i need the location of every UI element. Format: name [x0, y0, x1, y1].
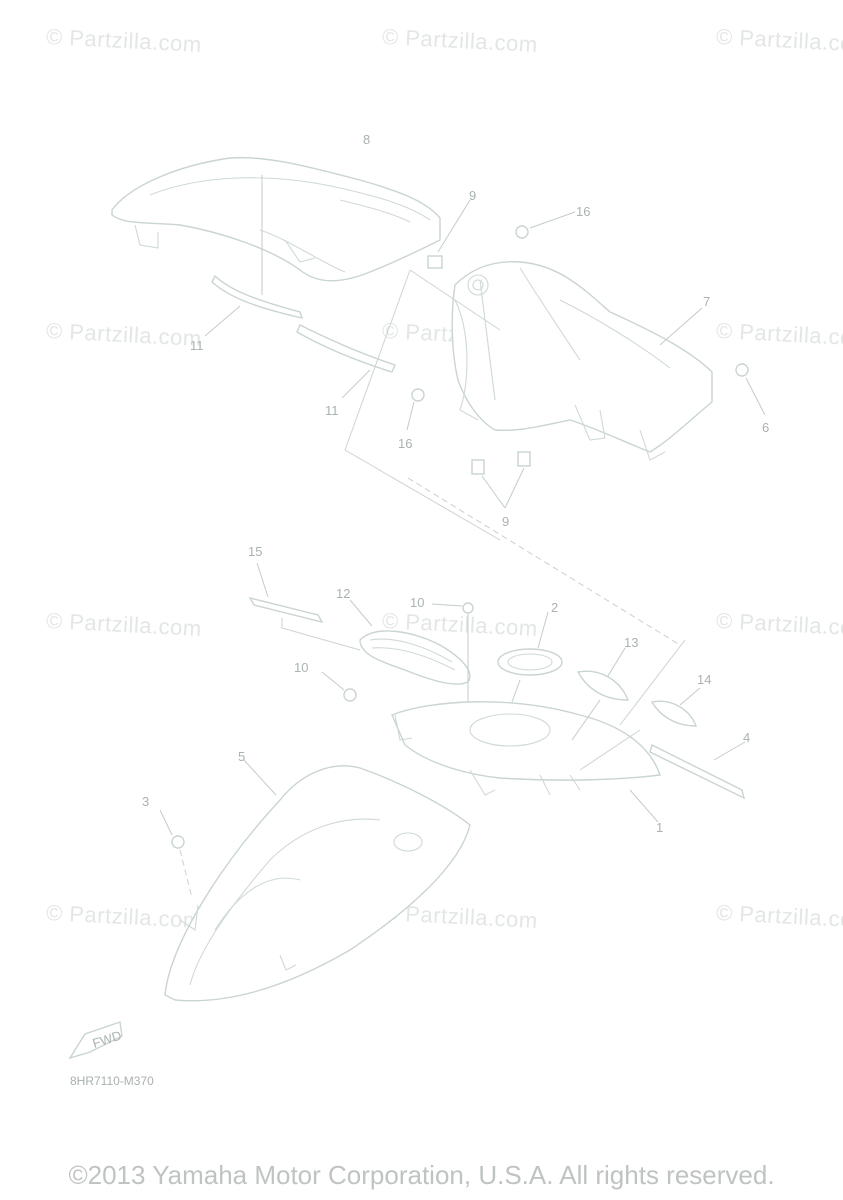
callout-2: 2: [551, 600, 558, 615]
part-9-clip-top: [427, 199, 471, 269]
callout-6: 6: [762, 420, 769, 435]
assembly-box-upper: [344, 269, 501, 541]
callout-10-left: 10: [294, 660, 308, 675]
part-2-ring: [497, 648, 563, 676]
callout-11-lower: 11: [325, 403, 339, 418]
part-11-strip-upper: [211, 274, 304, 319]
part-7-main-cover: [451, 261, 713, 461]
copyright-notice: ©2013 Yamaha Motor Corporation, U.S.A. A…: [68, 1160, 775, 1190]
part-13-decal: [576, 670, 630, 701]
callout-5: 5: [238, 749, 245, 764]
part-12-cable: [359, 630, 471, 685]
part-15-plate: [248, 596, 324, 624]
callout-10-top: 10: [410, 595, 424, 610]
part-6-grommet: [735, 363, 766, 416]
part-8-cover: [111, 156, 441, 282]
part-11-strip-lower: [296, 324, 396, 373]
callout-13: 13: [624, 635, 638, 650]
callout-7: 7: [703, 294, 710, 309]
part-3-screw: [159, 809, 193, 899]
part-10-screw-left: [321, 671, 357, 702]
callout-14: 14: [697, 672, 711, 687]
part-9-clips-lower: [471, 451, 531, 509]
part-5-front-cowl: [164, 765, 471, 1002]
callout-1: 1: [656, 820, 663, 835]
callout-8: 8: [363, 132, 370, 147]
callout-16-lower: 16: [398, 436, 412, 451]
fwd-arrow-icon: FWD: [68, 1021, 123, 1060]
callout-12: 12: [336, 586, 350, 601]
callout-4: 4: [743, 730, 750, 745]
part-1-lower-body: [391, 701, 661, 796]
part-16-screw-lower: [406, 388, 425, 431]
part-4-bar: [649, 743, 746, 800]
callout-11-upper: 11: [190, 338, 204, 353]
part-14-decal: [650, 700, 698, 727]
callout-9-bottom: 9: [502, 514, 509, 529]
part-16-screw-top: [515, 211, 576, 239]
diagram-code: 8HR7110-M370: [70, 1074, 154, 1088]
callout-16-top: 16: [576, 204, 590, 219]
callout-15: 15: [248, 544, 262, 559]
callout-3: 3: [142, 794, 149, 809]
callout-9-top: 9: [469, 188, 476, 203]
